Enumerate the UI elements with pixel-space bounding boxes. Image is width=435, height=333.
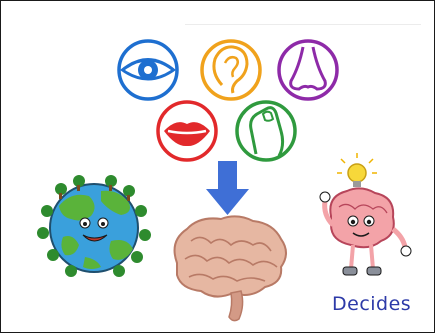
earth-character (37, 175, 151, 277)
nose-icon (277, 39, 339, 101)
top-divider (185, 24, 421, 25)
finger-touch-icon (235, 100, 297, 162)
eye-icon (117, 39, 179, 101)
ear-icon (200, 39, 262, 101)
decides-label: Decides (332, 293, 412, 315)
mouth-icon (156, 100, 218, 162)
down-arrow-icon (206, 161, 249, 215)
brain-image (173, 215, 287, 322)
lightbulb-icon (337, 153, 377, 187)
thinking-brain-character (319, 153, 412, 276)
